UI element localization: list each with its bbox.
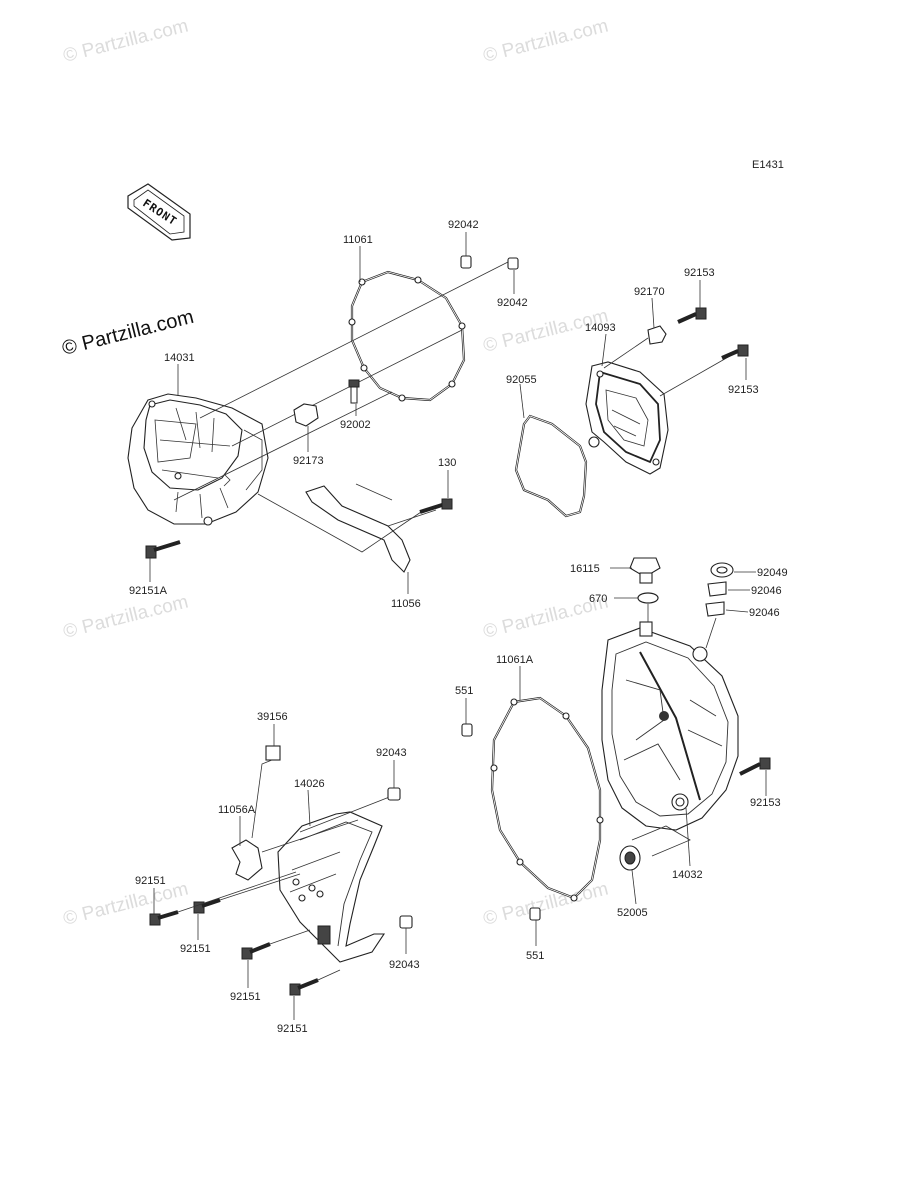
watermark: © Partzilla.com (61, 592, 190, 643)
oring-670 (637, 592, 659, 604)
bolt-92153-a (677, 307, 707, 324)
label-92170: 92170 (634, 286, 665, 298)
bolt-92153-b (721, 344, 749, 360)
label-92153: 92153 (750, 797, 781, 809)
label-92042: 92042 (497, 297, 528, 309)
watermark: © Partzilla.com (61, 16, 190, 67)
clamp-92173 (293, 403, 319, 427)
bolt-92151A (145, 540, 181, 559)
label-92151: 92151 (230, 991, 261, 1003)
label-52005: 52005 (617, 907, 648, 919)
bolt-92151-a (149, 910, 179, 926)
label-92173: 92173 (293, 455, 324, 467)
bolt-130 (419, 498, 453, 514)
label-92043: 92043 (376, 747, 407, 759)
watermark: © Partzilla.com (481, 16, 610, 67)
gasket-92055 (514, 414, 588, 518)
label-92151: 92151 (180, 943, 211, 955)
front-arrow-icon: FRONT (127, 183, 191, 241)
label-14032: 14032 (672, 869, 703, 881)
label-11056: 11056 (391, 598, 421, 610)
bolt-92002 (348, 379, 360, 404)
label-14031: 14031 (164, 352, 195, 364)
gasket-11061 (348, 270, 466, 402)
label-11061A: 11061A (496, 654, 534, 666)
label-92151: 92151 (277, 1023, 308, 1035)
diagram-code: E1431 (752, 159, 784, 171)
label-92046: 92046 (751, 585, 782, 597)
label-14093: 14093 (585, 322, 616, 334)
cover-14026 (277, 811, 386, 963)
spacer-92043-b (399, 915, 413, 929)
cover-14093 (585, 361, 669, 475)
bearing-92046-a (707, 581, 727, 597)
left-cover-14031 (127, 393, 269, 526)
label-11056A: 11056A (218, 804, 256, 816)
gasket-11061A (490, 696, 604, 902)
label-670: 670 (589, 593, 607, 605)
label-551: 551 (526, 950, 544, 962)
leader-lines (149, 232, 767, 1020)
bracket-11056A (231, 839, 263, 881)
dowel-551-b (529, 907, 541, 921)
label-92153: 92153 (684, 267, 715, 279)
label-92049: 92049 (757, 567, 788, 579)
label-92043: 92043 (389, 959, 420, 971)
fitting-92170 (647, 325, 667, 345)
label-92151: 92151 (135, 875, 166, 887)
damper-39156 (265, 745, 281, 761)
seal-52005 (619, 845, 641, 871)
label-14026: 14026 (294, 778, 325, 790)
spacer-92043-a (387, 787, 401, 801)
label-92002: 92002 (340, 419, 371, 431)
label-39156: 39156 (257, 711, 288, 723)
bolt-92151-d (289, 978, 319, 996)
label-92046: 92046 (749, 607, 780, 619)
dowel-92042-a (460, 255, 472, 269)
bolt-92151-c (241, 942, 271, 960)
label-92153: 92153 (728, 384, 759, 396)
label-92151A: 92151A (129, 585, 168, 597)
label-130: 130 (438, 457, 456, 469)
bolt-92151-b (193, 898, 221, 914)
plug-16115 (629, 557, 661, 584)
label-551: 551 (455, 685, 473, 697)
label-92055: 92055 (506, 374, 537, 386)
bracket-11056 (305, 485, 411, 573)
dowel-551-a (461, 723, 473, 737)
label-11061: 11061 (343, 234, 373, 246)
bearing-92046-b (705, 601, 725, 617)
label-92042: 92042 (448, 219, 479, 231)
watermark: © Partzilla.com (61, 879, 190, 930)
part-labels: 92042 11061 92042 14031 92002 92173 130 … (129, 219, 788, 1035)
label-16115: 16115 (570, 563, 600, 575)
dowel-92042-b (507, 257, 519, 270)
cover-14032 (601, 621, 739, 831)
bolt-92153-c (739, 757, 771, 776)
